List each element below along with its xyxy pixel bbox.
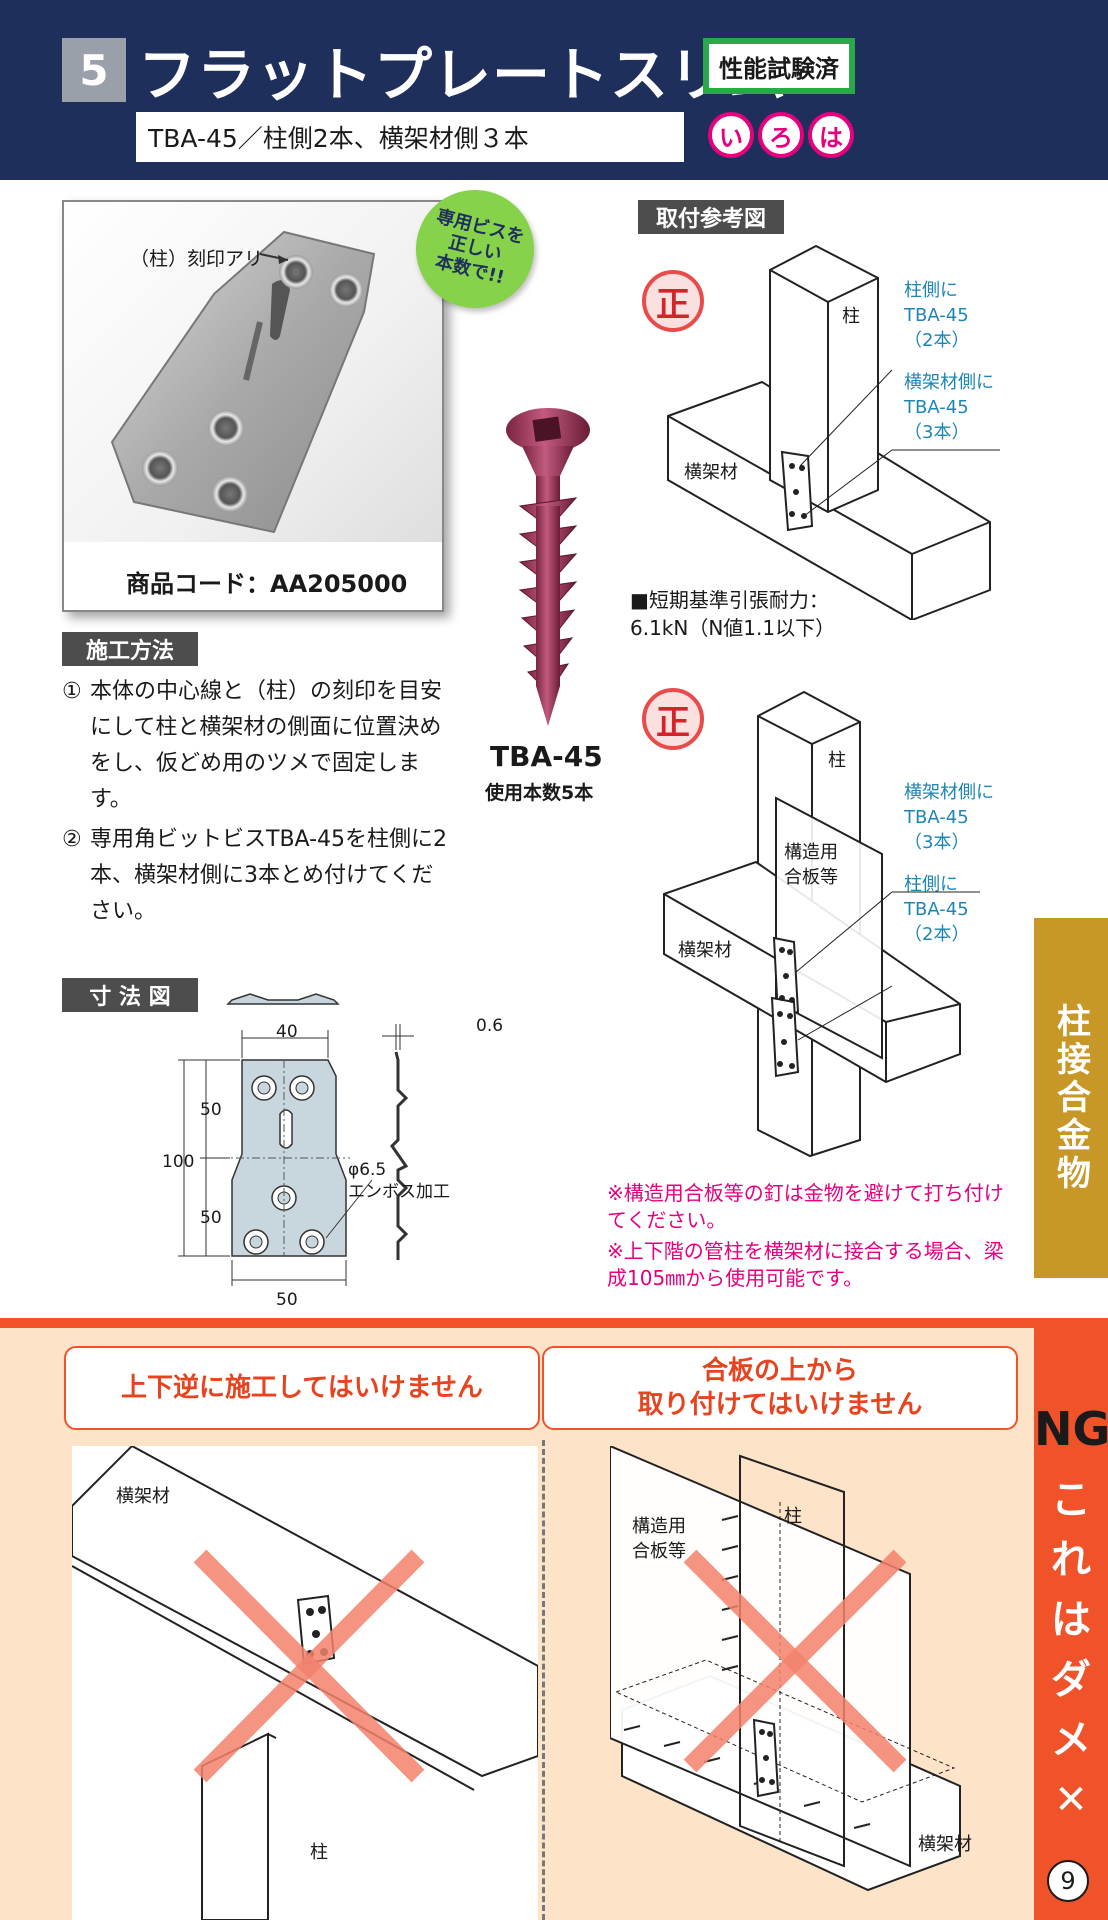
install-figure-1 [667, 244, 1000, 620]
ng-char: は [1051, 1597, 1091, 1643]
dim-upper-height: 50 [200, 1100, 222, 1120]
ng-over-plywood-figure [610, 1446, 961, 1892]
ng-left-title: 上下逆に施工してはいけません [64, 1346, 540, 1430]
iroha-badge-ha: は [808, 112, 854, 158]
ng-right-plywood-label: 構造用 合板等 [632, 1514, 686, 1564]
label-line: （3本） [904, 832, 970, 853]
section-number: 5 [62, 38, 126, 102]
ng-char: こ [1051, 1477, 1091, 1523]
tensile-strength-note: ■短期基準引張耐力： 6.1kN（N値1.1以下） [630, 586, 835, 642]
plate-photo-illustration [110, 230, 376, 534]
label-line: 合板等 [632, 1541, 686, 1562]
fig1-column-side-label: 柱側に TBA-45 （2本） [904, 278, 969, 353]
dim-top-width: 40 [276, 1022, 298, 1042]
install-heading: 取付参考図 [638, 200, 784, 234]
screw-name: TBA-45 [490, 740, 603, 773]
label-line: 横架材側に [904, 782, 994, 803]
dim-lower-height: 50 [200, 1208, 222, 1228]
page-header: 5 フラットプレートスリム 性能試験済 TBA-45／柱側2本、横架材側３本 い… [0, 0, 1108, 180]
fig1-column-label: 柱 [842, 306, 860, 327]
step-text: 専用角ビットビスTBA-45を柱側に2本、横架材側に3本とめ付けてください。 [90, 827, 448, 924]
screw-count: 使用本数5本 [485, 782, 594, 804]
stamp-label: （柱）刻印アリ [130, 248, 264, 270]
label-line: 柱側に [904, 280, 958, 301]
ng-char: ダ [1051, 1657, 1091, 1703]
strength-line: 6.1kN（N値1.1以下） [630, 616, 836, 640]
correct-mark-2: 正 [642, 688, 704, 750]
ng-heading: NG [1034, 1402, 1108, 1456]
label-line: 合板等 [784, 867, 838, 888]
ng-top-border [0, 1318, 1108, 1328]
ng-left-beam-label: 横架材 [116, 1486, 170, 1507]
label-line: TBA-45 [904, 397, 969, 418]
method-heading: 施工方法 [62, 632, 198, 666]
ng-char: メ [1051, 1717, 1091, 1763]
tested-badge: 性能試験済 [703, 38, 855, 94]
dim-hole-diameter: φ6.5 [348, 1160, 387, 1180]
ng-divider [542, 1440, 545, 1920]
product-subtitle: TBA-45／柱側2本、横架材側３本 [136, 112, 684, 162]
dim-bottom-width: 50 [276, 1290, 298, 1310]
label-line: 横架材側に [904, 372, 994, 393]
correct-mark-1: 正 [642, 270, 704, 332]
ng-right-beam-label: 横架材 [918, 1834, 972, 1855]
note-beam-depth: ※上下階の管柱を横架材に接合する場合、梁成105㎜から使用可能です。 [607, 1239, 1004, 1290]
ng-cross-icon: ✕ [1054, 1777, 1088, 1823]
dim-thickness: 0.6 [476, 1016, 504, 1036]
fig2-beam-side-label: 横架材側に TBA-45 （3本） [904, 780, 994, 855]
method-step-1: ① 本体の中心線と（柱）の刻印を目安にして柱と横架材の側面に位置決めをし、仮どめ… [62, 674, 452, 818]
fig2-beam-label: 横架材 [678, 940, 732, 961]
ng-char: れ [1051, 1537, 1091, 1583]
fig2-plywood-label: 構造用 合板等 [784, 840, 838, 890]
page-title: フラットプレートスリム [138, 41, 788, 109]
product-code: 商品コード：AA205000 [126, 570, 408, 598]
label-line: 柱側に [904, 874, 958, 895]
fig1-beam-side-label: 横架材側に TBA-45 （3本） [904, 370, 994, 445]
iroha-badge-ro: ろ [758, 112, 804, 158]
fig2-column-side-label: 柱側に TBA-45 （2本） [904, 872, 969, 947]
step-marker: ① [62, 679, 82, 704]
dimension-drawing [178, 993, 414, 1286]
product-photo-frame: （柱）刻印アリ 商品コード：AA205000 [62, 200, 444, 612]
title-line: 取り付けてはいけません [637, 1390, 923, 1420]
label-line: （2本） [904, 924, 970, 945]
strength-line: ■短期基準引張耐力： [630, 588, 829, 612]
ng-side-text: こ れ は ダ メ ✕ [1034, 1470, 1108, 1830]
label-line: 構造用 [632, 1516, 686, 1537]
label-line: （2本） [904, 330, 970, 351]
category-tab: 柱接合金物 [1034, 918, 1108, 1278]
ng-side-bar [1034, 1318, 1108, 1920]
iroha-badge-i: い [708, 112, 754, 158]
ng-upside-down-figure [72, 1446, 538, 1920]
title-line: 合板の上から [701, 1356, 858, 1386]
label-line: （3本） [904, 422, 970, 443]
ng-right-title: 合板の上から 取り付けてはいけません [542, 1346, 1018, 1430]
ng-right-column-label: 柱 [784, 1506, 802, 1527]
label-line: TBA-45 [904, 807, 969, 828]
install-figure-2 [663, 690, 980, 1158]
screw-illustration [506, 408, 590, 726]
note-plywood-nails: ※構造用合板等の釘は金物を避けて打ち付けてください。 [607, 1181, 1004, 1232]
dim-emboss-note: エンボス加工 [348, 1182, 450, 1202]
method-step-2: ② 専用角ビットビスTBA-45を柱側に2本、横架材側に3本とめ付けてください。 [62, 822, 452, 930]
label-line: TBA-45 [904, 305, 969, 326]
ng-left-column-label: 柱 [310, 1842, 328, 1863]
fig2-column-label: 柱 [828, 750, 846, 771]
fig1-beam-label: 横架材 [684, 462, 738, 483]
page-number: 9 [1047, 1860, 1089, 1902]
dimensions-heading: 寸 法 図 [62, 978, 198, 1012]
label-line: TBA-45 [904, 899, 969, 920]
step-marker: ② [62, 827, 82, 852]
step-text: 本体の中心線と（柱）の刻印を目安にして柱と横架材の側面に位置決めをし、仮どめ用の… [90, 679, 443, 812]
label-line: 構造用 [784, 842, 838, 863]
dim-total-height: 100 [162, 1152, 195, 1172]
